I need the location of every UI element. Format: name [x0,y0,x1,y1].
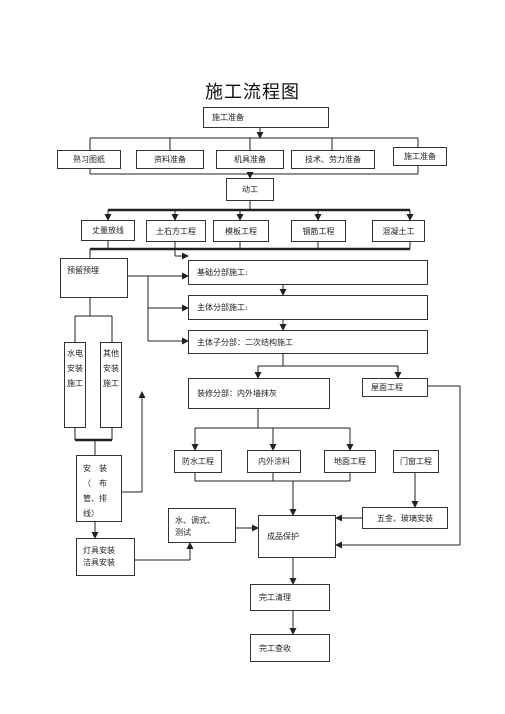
node-water-electric-install: 水电安装施工 [64,342,86,428]
node-install-layout: 安 装 （ 布 管、排 线） [76,455,122,522]
node-embedded: 预留预埋 [60,258,128,298]
node-materials-prep: 资料准备 [136,150,204,169]
node-roof: 屋面工程 [362,378,428,397]
node-study-drawings: 熟习图纸 [57,150,121,169]
node-hardware-glass: 五金、玻璃安装 [362,507,448,529]
node-paint: 内外涂料 [247,450,301,473]
page-title: 施工流程图 [205,82,300,103]
node-lamp-sanitary-install: 灯具安装 洁具安装 [76,538,135,576]
node-product-protection: 成品保护 [258,515,336,558]
node-cleanup: 完工清理 [250,584,330,611]
node-rebar: 钢筋工程 [291,220,346,242]
lamp-line-2: 洁具安装 [83,558,115,567]
node-survey: 丈量放线 [81,220,135,241]
node-construction-prep: 施工准备 [393,147,447,166]
node-water-test: 水、调式、 测试 [168,508,236,543]
node-concrete: 混凝土工 [372,220,425,242]
node-other-install: 其他安装施工 [100,342,122,428]
node-waterproof: 防水工程 [174,450,222,473]
node-formwork: 模板工程 [213,220,269,242]
lamp-line-1: 灯具安装 [83,546,115,555]
water-test-line-1: 水、调式、 [175,516,215,525]
node-doors-windows: 门窗工程 [393,450,439,473]
node-acceptance: 完工查收 [250,634,330,662]
node-main-structure: 主体分部施工: [188,295,428,320]
node-earthwork: 土石方工程 [146,220,206,242]
water-test-line-2: 测试 [175,528,191,537]
node-tech-labor-prep: 技术、劳力准备 [291,150,375,169]
node-foundation: 基础分部施工: [188,260,428,285]
node-floor: 地面工程 [324,450,376,473]
node-secondary-structure: 主体子分部：二次结构施工 [188,330,428,354]
node-start: 动工 [226,178,274,201]
node-construction-prep-top: 施工准备 [203,107,329,128]
node-plastering: 装修分部：内外墙抹灰 [188,378,330,409]
node-machinery-prep: 机具准备 [216,150,284,169]
